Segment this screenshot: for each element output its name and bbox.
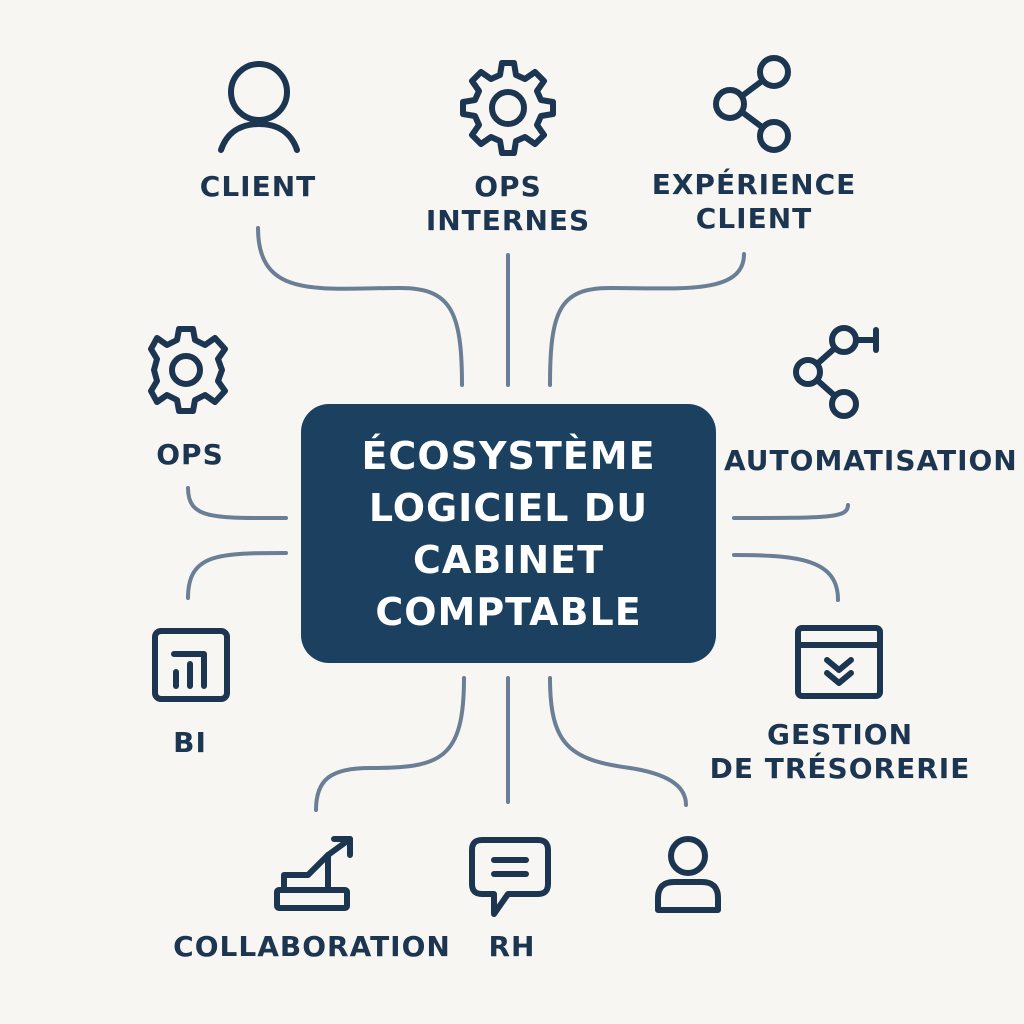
node-label-experience-client: EXPÉRIENCE CLIENT <box>651 168 857 235</box>
hub-title-line-3: CABINET <box>412 537 605 582</box>
node-label-bi: BI <box>173 726 207 759</box>
connector-user <box>548 676 688 807</box>
central-hub: ÉCOSYSTÈME LOGICIEL DU CABINET COMPTABLE <box>301 404 716 663</box>
hub-title-line-2: LOGICIEL DU <box>368 485 649 530</box>
connector-bi <box>186 551 288 600</box>
bar-chart-icon <box>152 628 230 702</box>
connector-experience-client <box>548 252 746 387</box>
node-label-automatisation: AUTOMATISATION <box>724 444 1018 477</box>
node-label-ops: OPS <box>156 438 224 471</box>
growth-arrow-icon <box>274 836 353 911</box>
connector-gestion-tresorerie <box>732 553 840 602</box>
connector-client <box>256 226 464 387</box>
connector-ops <box>186 486 288 521</box>
download-window-icon <box>795 625 883 699</box>
node-label-client: CLIENT <box>199 170 317 203</box>
chat-icon <box>469 837 551 917</box>
connector-collaboration <box>314 676 466 812</box>
hub-title-line-4: COMPTABLE <box>375 589 642 634</box>
hub-title-line-1: ÉCOSYSTÈME <box>361 433 656 478</box>
cog-icon <box>148 326 228 414</box>
gear-icon <box>460 60 556 156</box>
user-icon <box>218 61 300 153</box>
node-label-ops-internes: OPS INTERNES <box>425 170 591 237</box>
connector-automatisation <box>732 503 850 520</box>
person-icon <box>655 836 721 913</box>
share-icon <box>713 55 791 153</box>
node-label-collaboration: COLLABORATION <box>173 930 451 963</box>
node-label-rh: RH <box>488 930 536 963</box>
workflow-icon <box>793 325 879 419</box>
node-label-gestion-tresorerie: GESTION DE TRÉSORERIE <box>709 718 971 785</box>
